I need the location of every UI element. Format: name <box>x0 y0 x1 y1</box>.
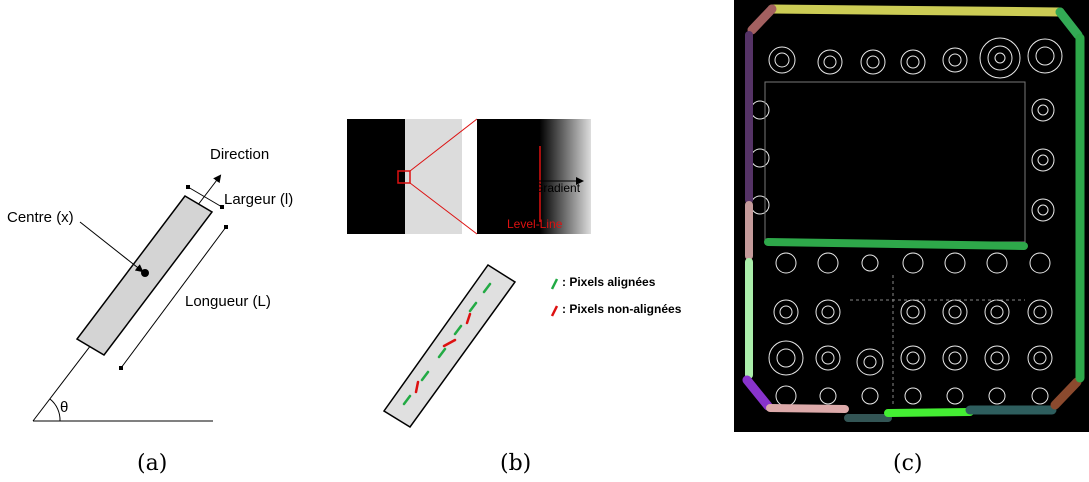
aligned-pixel <box>453 324 463 336</box>
zoom-line <box>409 182 478 235</box>
panel-a: θ Centre (x) Largeur (l) Longueur (L) Di… <box>7 146 293 476</box>
aligned-pixels <box>402 282 492 406</box>
segment-top-right <box>1055 7 1083 40</box>
gradient-label: Gradient <box>534 181 581 195</box>
aligned-pixel <box>420 370 430 382</box>
length-dimension <box>120 226 227 369</box>
segment-bottom-right-corner <box>1050 377 1082 410</box>
detected-segments <box>742 4 1085 422</box>
non-aligned-pixels <box>414 312 472 394</box>
width-dimension <box>187 186 223 208</box>
edge-image-dark <box>347 119 405 234</box>
longueur-label: Longueur (L) <box>185 293 271 310</box>
non-aligned-pixel <box>465 312 472 325</box>
caption-b: (b) <box>500 451 531 476</box>
segment-top-left-corner <box>747 4 777 35</box>
centre-point <box>141 269 149 277</box>
panel-b: Gradient Level-Line : Pixels alignées : … <box>347 118 682 476</box>
aligned-pixel <box>402 394 412 406</box>
edge-map-background <box>734 0 1089 432</box>
edge-map-texture <box>750 37 1063 407</box>
segment-bottom-left-corner <box>742 375 773 411</box>
non-aligned-pixel <box>442 338 457 348</box>
centre-pointer <box>79 221 144 273</box>
segment-bottom-3 <box>884 408 974 417</box>
caption-c: (c) <box>893 451 923 476</box>
length-tick <box>224 225 228 229</box>
level-line-label: Level-Line <box>507 217 563 231</box>
segment-top <box>767 4 1065 17</box>
zoom-box <box>397 170 411 184</box>
largeur-label: Largeur (l) <box>224 191 293 208</box>
non-aligned-pixel <box>414 380 420 394</box>
width-tick <box>220 205 224 209</box>
panel-c: (c) <box>734 0 1089 476</box>
segment-middle <box>764 238 1028 250</box>
caption-a: (a) <box>137 451 167 476</box>
edge-image-light <box>405 119 462 234</box>
legend-non-aligned-swatch <box>550 305 559 317</box>
theta-arc <box>49 398 61 422</box>
aligned-pixel <box>482 282 492 294</box>
aligned-pixel <box>437 347 447 359</box>
theta-label: θ <box>60 399 68 416</box>
zoom-line <box>409 118 478 172</box>
centre-label: Centre (x) <box>7 209 74 226</box>
width-tick <box>186 185 190 189</box>
legend-non-aligned-label: : Pixels non-alignées <box>562 302 682 316</box>
aligned-pixel <box>468 301 478 313</box>
segment-bottom-1 <box>766 404 849 413</box>
zoom-image <box>477 119 591 234</box>
legend-aligned-swatch <box>550 278 559 290</box>
length-tick <box>119 366 123 370</box>
legend-aligned-label: : Pixels alignées <box>562 275 656 289</box>
direction-label: Direction <box>210 146 269 163</box>
